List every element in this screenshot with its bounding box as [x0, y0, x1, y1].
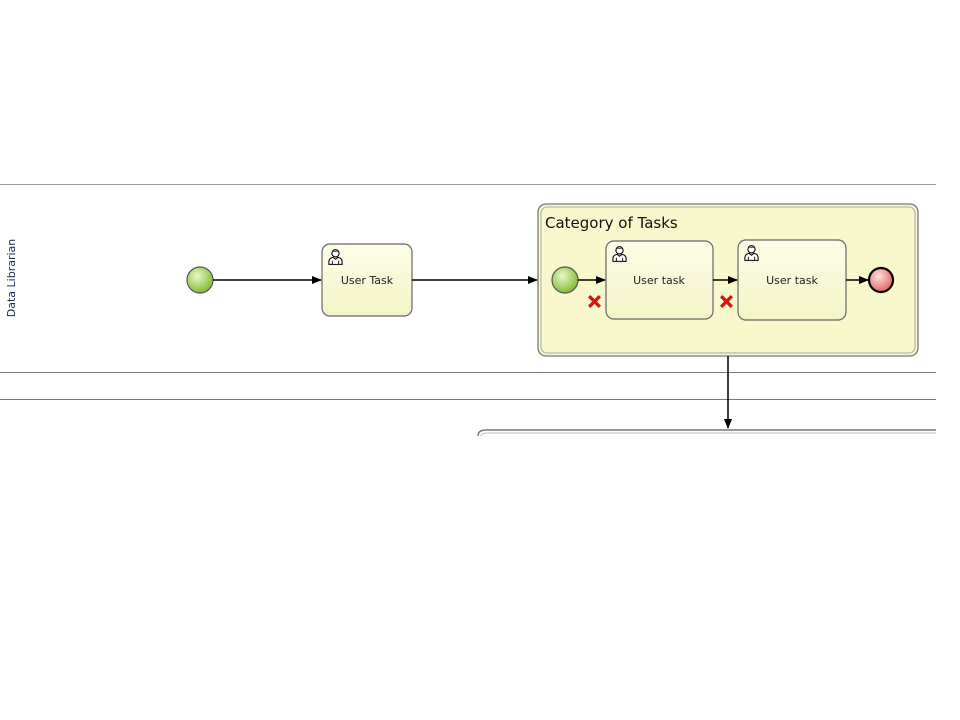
user-task-main[interactable]: User Task — [321, 243, 413, 317]
next-shape-inner-edge — [480, 432, 936, 437]
next-shape-top-edge[interactable] — [477, 429, 936, 437]
start-event[interactable] — [186, 266, 214, 294]
user-task-inner-1[interactable]: User task — [605, 240, 714, 320]
end-event[interactable] — [867, 266, 895, 294]
inner-start-event[interactable] — [551, 266, 579, 294]
task-label: User task — [633, 274, 685, 287]
task-label: User Task — [341, 274, 394, 287]
subprocess-category-of-tasks[interactable]: Category of Tasks User task User task — [537, 203, 919, 357]
user-task-inner-2[interactable]: User task — [737, 239, 847, 321]
pool-lines — [0, 184, 936, 400]
task-label: User task — [766, 274, 818, 287]
subprocess-title: Category of Tasks — [545, 214, 678, 232]
lane-label: Data Librarian — [5, 239, 18, 318]
